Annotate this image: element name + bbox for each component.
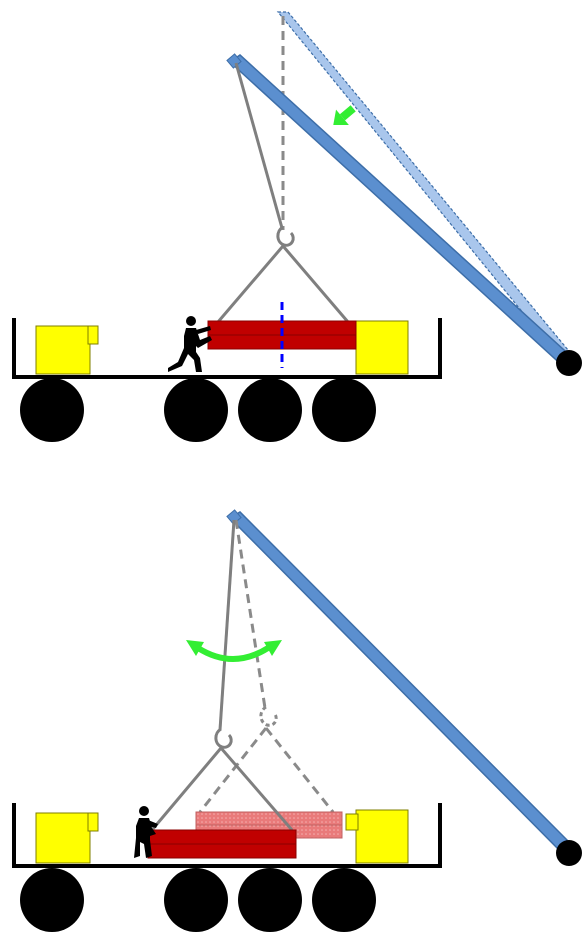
hoist-line	[234, 62, 284, 229]
panel-lowering-boom	[12, 11, 582, 442]
sling-ghost-right	[264, 727, 335, 813]
load	[147, 829, 297, 859]
car-frame	[12, 803, 442, 868]
person-pushing-icon	[134, 806, 158, 858]
support-block-right	[345, 809, 409, 864]
green-curved-double-arrow-icon	[186, 640, 282, 662]
wheel	[20, 378, 84, 442]
wheel	[20, 868, 84, 932]
sling-right	[281, 245, 350, 323]
wheel	[164, 378, 228, 442]
boom-pivot	[556, 840, 582, 866]
wheel	[164, 868, 228, 932]
boom	[228, 511, 579, 860]
sling-left	[150, 747, 223, 831]
hoist-line-ghost	[234, 519, 267, 709]
boom-pivot	[556, 350, 582, 376]
support-block-left	[35, 325, 99, 375]
person-pushing-icon	[168, 316, 212, 372]
green-arrow-down-left-icon	[333, 105, 356, 125]
crane-hook-ghost	[259, 705, 278, 727]
wheel	[238, 378, 302, 442]
sling-right	[219, 747, 294, 831]
support-block-right	[355, 320, 409, 375]
crane-hook-icon	[276, 225, 295, 247]
boom-ghost-raised	[276, 11, 579, 369]
support-block-left	[35, 812, 99, 864]
wheel	[238, 868, 302, 932]
crane-hook-icon	[214, 727, 233, 749]
sling-ghost-left	[198, 727, 268, 813]
wheel	[312, 868, 376, 932]
car-frame	[12, 318, 442, 379]
hoist-line	[218, 519, 236, 731]
wheel	[312, 378, 376, 442]
panel-load-swing	[12, 509, 582, 932]
sling-left	[216, 245, 285, 323]
